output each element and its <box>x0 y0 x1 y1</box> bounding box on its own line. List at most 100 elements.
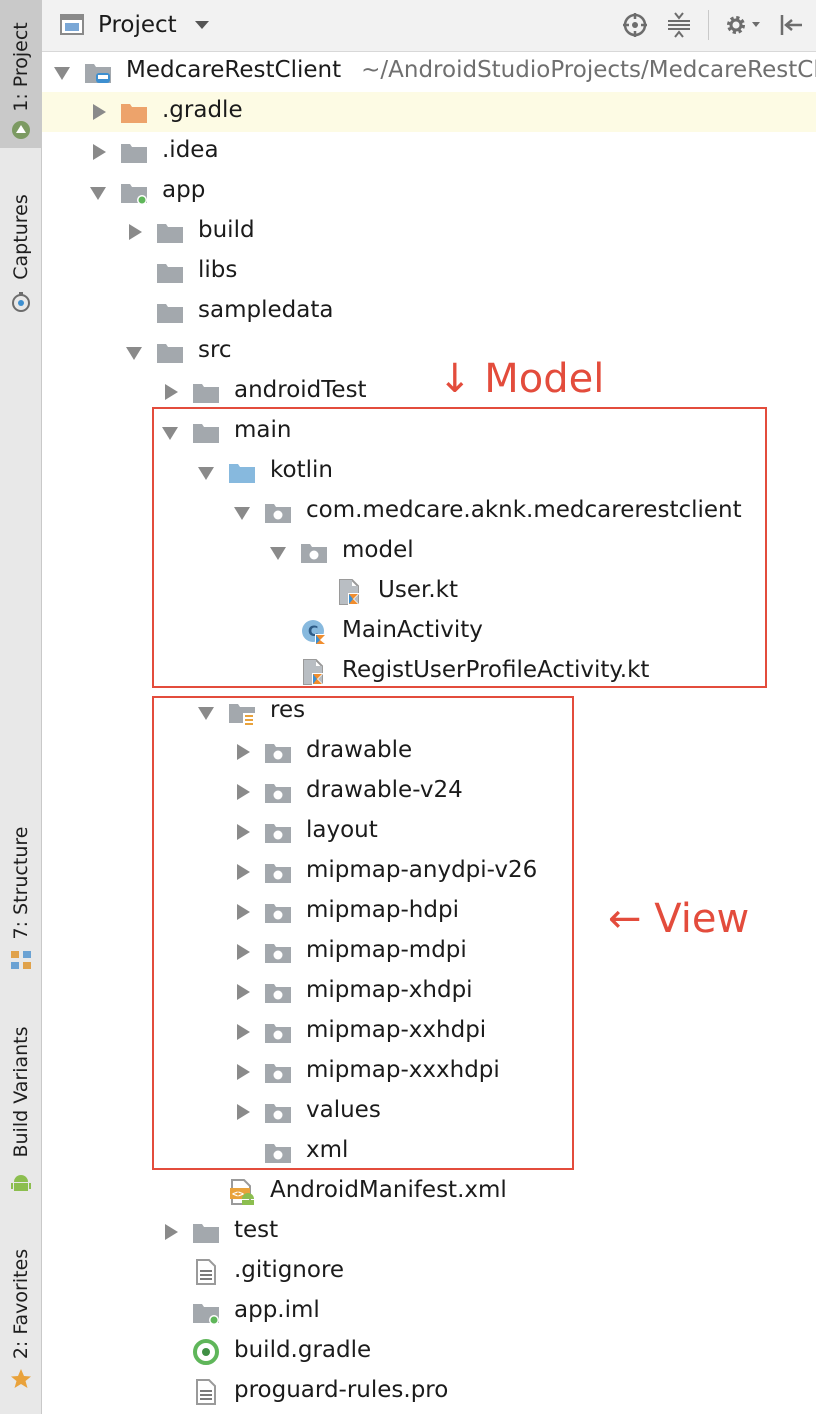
package-icon <box>264 979 292 1005</box>
hide-panel-button[interactable] <box>776 10 806 40</box>
tree-row-app[interactable]: app <box>42 172 816 212</box>
expand-arrow-icon[interactable] <box>234 784 250 800</box>
expand-arrow-icon[interactable] <box>234 1064 250 1080</box>
tree-row-src[interactable]: src <box>42 332 816 372</box>
tree-row-drawable-v24[interactable]: drawable-v24 <box>42 772 816 812</box>
package-icon <box>264 859 292 885</box>
scroll-from-source-button[interactable] <box>620 10 650 40</box>
tree-row-mipmap-mdpi[interactable]: mipmap-mdpi <box>42 932 816 972</box>
tree-row-mipmap-xxhdpi[interactable]: mipmap-xxhdpi <box>42 1012 816 1052</box>
side-tab-project[interactable]: 1: Project <box>0 0 42 148</box>
folder-icon <box>156 299 184 325</box>
expand-arrow-icon[interactable] <box>234 1104 250 1120</box>
tree-item-label: mipmap-mdpi <box>306 937 467 963</box>
tree-item-label: androidTest <box>234 377 367 403</box>
side-tab-favorites[interactable]: 2: Favorites <box>0 1225 42 1405</box>
tree-row-registuserprofileactivity-kt[interactable]: RegistUserProfileActivity.kt <box>42 652 816 692</box>
side-tab-structure-label: 7: Structure <box>10 826 32 940</box>
tree-item-label: xml <box>306 1137 348 1163</box>
expand-arrow-icon[interactable] <box>162 384 178 400</box>
tree-row-app-iml[interactable]: app.iml <box>42 1292 816 1332</box>
tree-row-user-kt[interactable]: User.kt <box>42 572 816 612</box>
tree-item-name: res <box>270 697 306 723</box>
package-icon <box>264 1019 292 1045</box>
tree-row-sampledata[interactable]: sampledata <box>42 292 816 332</box>
side-tab-build-variants[interactable]: Build Variants <box>0 1005 42 1205</box>
tree-item-name: MedcareRestClient <box>126 57 342 83</box>
tree-row-drawable[interactable]: drawable <box>42 732 816 772</box>
expand-arrow-icon[interactable] <box>234 904 250 920</box>
tree-row-mipmap-xxxhdpi[interactable]: mipmap-xxxhdpi <box>42 1052 816 1092</box>
collapse-all-icon <box>668 12 690 38</box>
tree-row-mipmap-hdpi[interactable]: mipmap-hdpi <box>42 892 816 932</box>
collapse-arrow-icon[interactable] <box>198 464 214 480</box>
tree-row-gitignore[interactable]: .gitignore <box>42 1252 816 1292</box>
tree-item-name: sampledata <box>198 297 334 323</box>
tree-item-name: mipmap-xxhdpi <box>306 1017 487 1043</box>
side-tab-captures-label: Captures <box>10 194 32 280</box>
collapse-arrow-icon[interactable] <box>198 704 214 720</box>
tree-item-label: AndroidManifest.xml <box>270 1177 507 1203</box>
kotlin-file-icon <box>336 579 364 605</box>
tree-row-main[interactable]: main <box>42 412 816 452</box>
side-tab-build-variants-label: Build Variants <box>10 1026 32 1158</box>
expand-arrow-icon[interactable] <box>234 744 250 760</box>
tree-row-proguard-rules-pro[interactable]: proguard-rules.pro <box>42 1372 816 1412</box>
tree-item-name: mipmap-xxxhdpi <box>306 1057 500 1083</box>
tree-row-libs[interactable]: libs <box>42 252 816 292</box>
tree-item-name: .idea <box>162 137 219 163</box>
tree-row-values[interactable]: values <box>42 1092 816 1132</box>
tree-row-xml[interactable]: xml <box>42 1132 816 1172</box>
package-icon <box>264 739 292 765</box>
tree-row-mipmap-xhdpi[interactable]: mipmap-xhdpi <box>42 972 816 1012</box>
tree-item-name: libs <box>198 257 238 283</box>
tree-row-res[interactable]: res <box>42 692 816 732</box>
tree-row-androidmanifest-xml[interactable]: <>AndroidManifest.xml <box>42 1172 816 1212</box>
collapse-arrow-icon[interactable] <box>126 344 142 360</box>
tree-row-build-gradle[interactable]: build.gradle <box>42 1332 816 1372</box>
folder-icon <box>156 259 184 285</box>
collapse-arrow-icon[interactable] <box>54 64 70 80</box>
collapse-arrow-icon[interactable] <box>234 504 250 520</box>
collapse-arrow-icon[interactable] <box>90 184 106 200</box>
side-tab-structure[interactable]: 7: Structure <box>0 810 42 980</box>
tree-row-mipmap-anydpi-v26[interactable]: mipmap-anydpi-v26 <box>42 852 816 892</box>
project-tree[interactable]: MedcareRestClient~/AndroidStudioProjects… <box>42 52 816 1414</box>
source-folder-icon <box>228 459 256 485</box>
tree-row-model[interactable]: model <box>42 532 816 572</box>
expand-arrow-icon[interactable] <box>234 824 250 840</box>
tree-item-name: .gitignore <box>234 1257 345 1283</box>
collapse-all-button[interactable] <box>664 10 694 40</box>
tree-row-com-medcare-aknk-medcarerestclient[interactable]: com.medcare.aknk.medcarerestclient <box>42 492 816 532</box>
expand-arrow-icon[interactable] <box>234 1024 250 1040</box>
expand-arrow-icon[interactable] <box>234 984 250 1000</box>
tree-item-name: layout <box>306 817 378 843</box>
tree-row-layout[interactable]: layout <box>42 812 816 852</box>
collapse-arrow-icon[interactable] <box>162 424 178 440</box>
tree-item-label: mipmap-xhdpi <box>306 977 473 1003</box>
tree-row-build[interactable]: build <box>42 212 816 252</box>
expand-arrow-icon[interactable] <box>90 104 106 120</box>
tree-row-androidtest[interactable]: androidTest <box>42 372 816 412</box>
folder-orange-icon <box>120 99 148 125</box>
tree-row-test[interactable]: test <box>42 1212 816 1252</box>
tree-row-kotlin[interactable]: kotlin <box>42 452 816 492</box>
expand-arrow-icon[interactable] <box>126 224 142 240</box>
tree-row-medcarerestclient[interactable]: MedcareRestClient~/AndroidStudioProjects… <box>42 52 816 92</box>
tree-item-name: com.medcare.aknk.medcarerestclient <box>306 497 742 523</box>
svg-text:C: C <box>308 624 318 640</box>
expand-arrow-icon[interactable] <box>234 864 250 880</box>
expand-arrow-icon[interactable] <box>234 944 250 960</box>
settings-button[interactable] <box>722 10 766 40</box>
project-view-selector[interactable]: Project <box>60 8 209 42</box>
tree-item-name: .gradle <box>162 97 243 123</box>
collapse-arrow-icon[interactable] <box>270 544 286 560</box>
tree-row-gradle[interactable]: .gradle <box>42 92 816 132</box>
side-tab-captures[interactable]: Captures <box>0 170 42 320</box>
tree-item-name: xml <box>306 1137 349 1163</box>
folder-icon <box>120 139 148 165</box>
expand-arrow-icon[interactable] <box>90 144 106 160</box>
expand-arrow-icon[interactable] <box>162 1224 178 1240</box>
tree-row-idea[interactable]: .idea <box>42 132 816 172</box>
